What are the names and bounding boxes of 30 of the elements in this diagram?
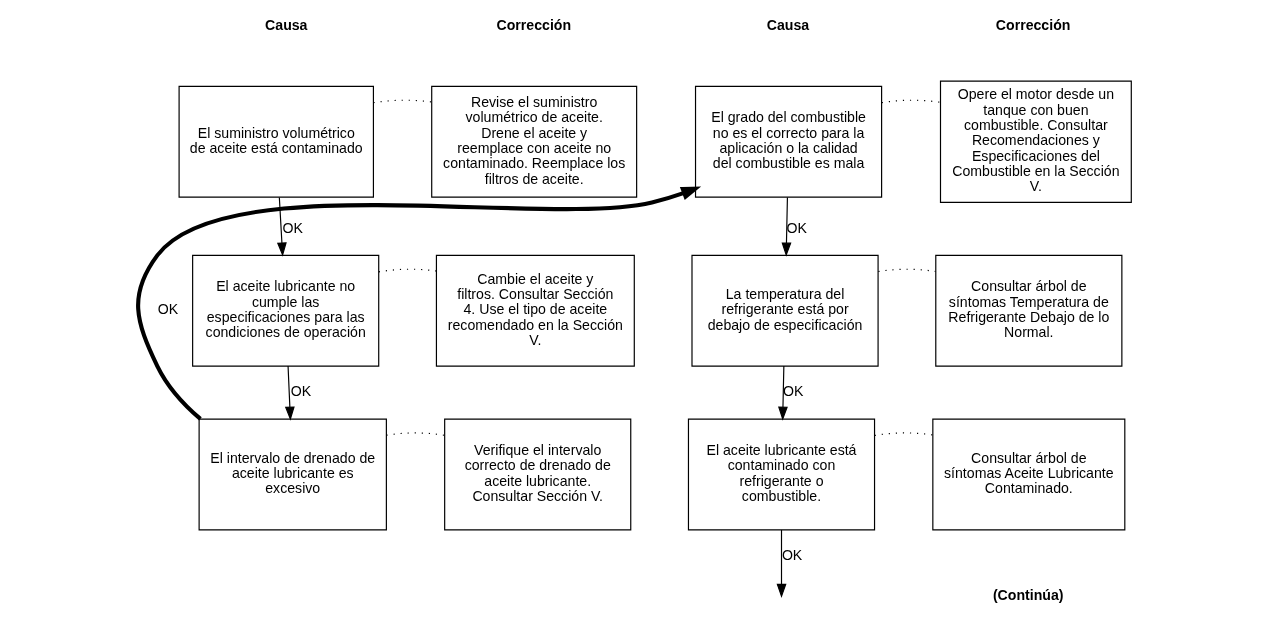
- node-box: El intervalo de drenado de aceite lubricante es excesivo: [198, 418, 387, 531]
- node-box: Verifique el intervalo correcto de drenado de aceite lubricante. Consultar Sección V.: [443, 418, 631, 531]
- node-box: El aceite lubricante no cumple las especificaciones para las condiciones de operación: [191, 254, 379, 367]
- node-box: El aceite lubricante está contaminado con refrigerante o combustible.: [687, 418, 875, 531]
- node-box: Opere el motor desde un tanque con buen combustible. Consultar Recomendaciones y Especificaciones del Combustible en la Sección V.: [939, 80, 1132, 203]
- label: Corrección: [495, 16, 571, 33]
- edge-label: OK: [781, 546, 802, 563]
- arrow: [781, 196, 791, 257]
- arrow: [777, 365, 788, 421]
- node-box: La temperatura del refrigerante está por debajo de especificación: [690, 254, 879, 367]
- connector: [877, 268, 936, 273]
- edge-label: OK: [282, 219, 303, 236]
- edge-label: OK: [290, 383, 311, 400]
- node-box: Revise el suministro volumétrico de aceite. Drene el aceite y reemplace con aceite no contaminado. Reemplace los filtros de aceite.: [430, 85, 637, 198]
- arrow: [284, 365, 295, 421]
- node-box: Consultar árbol de síntomas Aceite Lubricante Contaminado.: [931, 418, 1125, 531]
- edge-label: OK: [786, 219, 807, 236]
- label: Causa: [766, 16, 809, 33]
- arrow: [276, 196, 287, 257]
- label: (Continúa): [992, 586, 1064, 603]
- arrow: [776, 529, 786, 599]
- node-box: El grado del combustible no es el correcto para la aplicación o la calidad del combustible es mala: [694, 85, 882, 198]
- node-box: Consultar árbol de síntomas Temperatura de Refrigerante Debajo de lo Normal.: [934, 254, 1122, 367]
- connector: [377, 268, 437, 273]
- edge-label: OK: [157, 301, 178, 318]
- label: Corrección: [995, 16, 1070, 33]
- arrow: [135, 186, 701, 421]
- node-box: El suministro volumétrico de aceite está contaminado: [178, 85, 374, 198]
- node-box: Cambie el aceite y filtros. Consultar Sección 4. Use el tipo de aceite recomendado en la Sección V.: [435, 254, 635, 367]
- label: Causa: [264, 16, 307, 33]
